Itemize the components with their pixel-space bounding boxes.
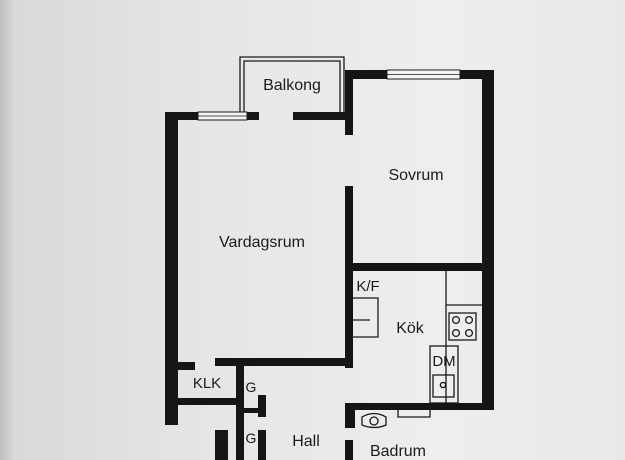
wardrobe-upper-label: G xyxy=(246,379,257,395)
fridge-freezer-label: K/F xyxy=(356,278,379,295)
bathroom-label: Badrum xyxy=(370,443,426,460)
dishwasher-label: DM xyxy=(432,353,455,370)
page-edge-shadow xyxy=(0,0,14,460)
living-room-label: Vardagsrum xyxy=(219,234,305,251)
bedroom-walls xyxy=(345,70,494,405)
wardrobe-lower-label: G xyxy=(246,430,257,446)
bathroom-fixtures xyxy=(361,410,431,429)
bathroom-walls xyxy=(345,403,494,460)
balcony-outline xyxy=(239,56,345,112)
balcony-label: Balkong xyxy=(263,77,321,94)
living-room-window xyxy=(197,111,248,121)
kitchen-label: Kök xyxy=(396,320,425,337)
bedroom-label: Sovrum xyxy=(388,167,443,184)
bedroom-window xyxy=(386,69,461,80)
hall-walls xyxy=(165,366,266,460)
closet-label: KLK xyxy=(193,375,221,392)
hall-label: Hall xyxy=(292,433,320,450)
